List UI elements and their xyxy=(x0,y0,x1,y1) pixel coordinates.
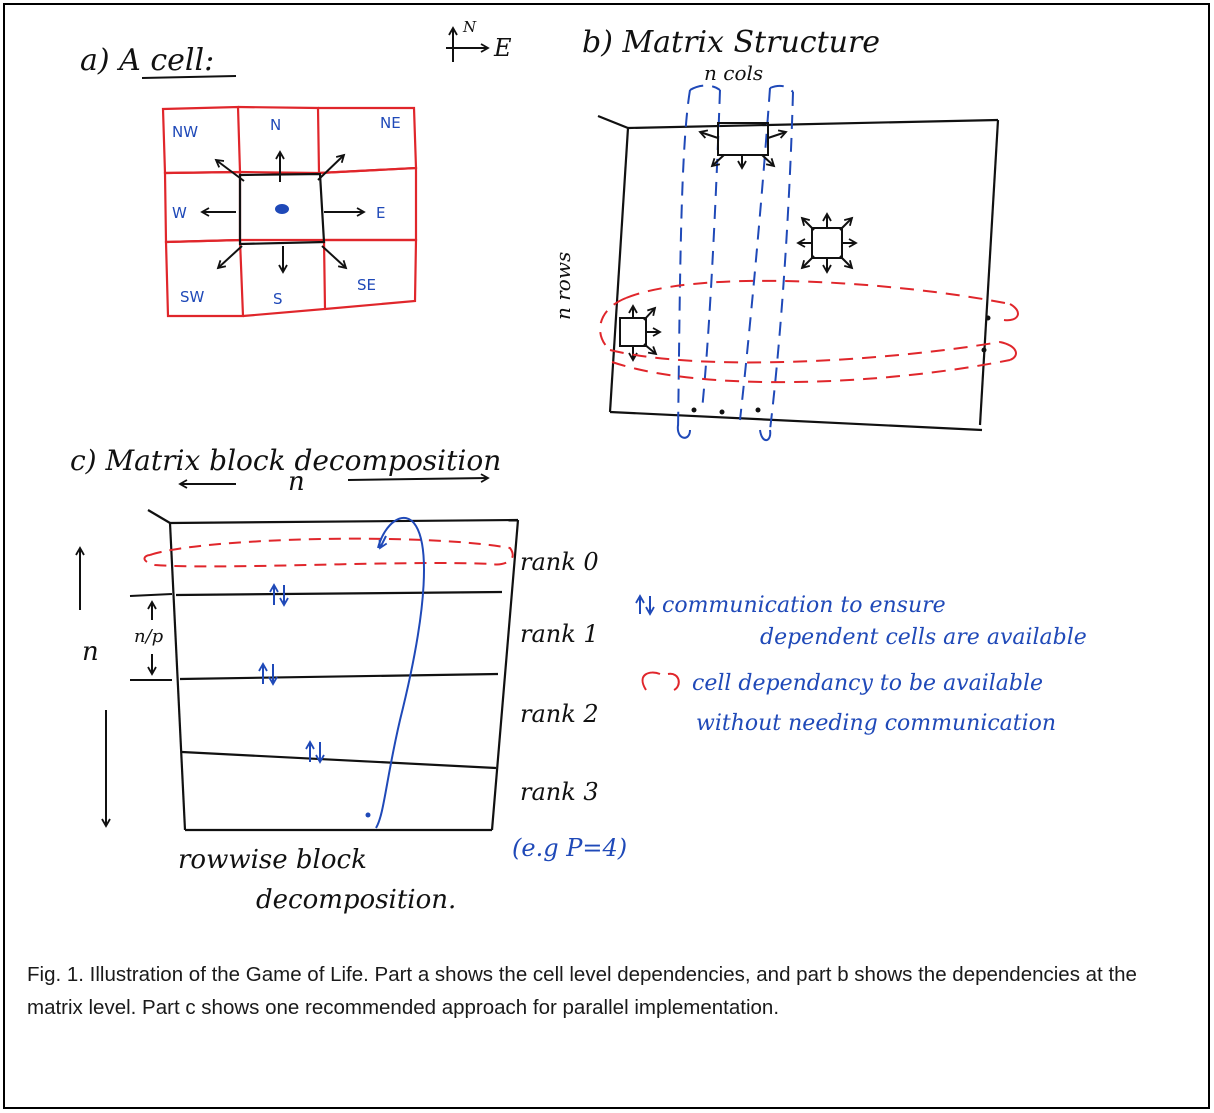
part-c-footer: rowwise block xyxy=(178,845,367,875)
rank0-local-dependency xyxy=(143,537,514,568)
rank-0-label: rank 0 xyxy=(520,548,599,576)
label-w: W xyxy=(172,204,187,222)
part-b: b) Matrix Structure n cols n rows xyxy=(551,25,1019,442)
compass-north: N xyxy=(462,18,477,36)
figure-caption: Fig. 1. Illustration of the Game of Life… xyxy=(27,963,1137,1019)
matrix-cells xyxy=(619,122,858,362)
label-se: SE xyxy=(357,276,376,294)
inter-rank-communication xyxy=(258,583,325,764)
label-sw: SW xyxy=(180,288,205,306)
part-a: a) A cell: NW N NE W xyxy=(80,43,418,318)
compass: N E xyxy=(446,18,512,62)
part-b-title: b) Matrix Structure xyxy=(582,25,880,60)
part-c: c) Matrix block decomposition n n n/p xyxy=(70,444,627,915)
hand-drawn-figure: N E a) A cell: NW xyxy=(70,18,1087,915)
part-b-rows-label: n rows xyxy=(551,252,575,320)
center-cell-dot xyxy=(275,204,289,214)
rank-2-label: rank 2 xyxy=(520,700,599,728)
label-ne: NE xyxy=(380,114,401,132)
neighbor-labels: NW N NE W E SW S SE xyxy=(172,114,401,308)
column-wrap-dependency xyxy=(677,84,794,431)
block-size-marker xyxy=(129,593,173,681)
part-c-height-label: n xyxy=(82,637,99,667)
neighbor-grid xyxy=(161,105,418,318)
center-cell xyxy=(238,172,326,246)
legend-dep-line2: without needing communication xyxy=(696,711,1056,736)
rank-1-label: rank 1 xyxy=(520,620,599,648)
part-c-example: (e.g P=4) xyxy=(512,834,627,862)
part-c-width-label: n xyxy=(288,467,305,497)
part-a-title: a) A cell: xyxy=(80,43,214,78)
rank-labels: rank 0 rank 1 rank 2 rank 3 xyxy=(520,548,599,806)
label-e: E xyxy=(376,204,385,222)
rank-3-label: rank 3 xyxy=(520,778,599,806)
figure-frame xyxy=(3,3,1210,1109)
matrix-outline xyxy=(597,114,1000,432)
label-s: S xyxy=(273,290,283,308)
part-c-block-label: n/p xyxy=(134,626,164,647)
legend: communication to ensure dependent cells … xyxy=(635,593,1087,736)
legend-comm-line1: communication to ensure xyxy=(662,593,946,618)
compass-east: E xyxy=(493,34,512,62)
row-wrap-dependency xyxy=(599,279,1011,384)
part-c-footer2: decomposition. xyxy=(256,885,456,915)
part-b-cols-label: n cols xyxy=(704,61,763,85)
legend-dep-line1: cell dependancy to be available xyxy=(692,671,1043,696)
part-c-title: c) Matrix block decomposition xyxy=(70,444,501,477)
legend-comm-line2: dependent cells are available xyxy=(760,625,1087,650)
block-matrix xyxy=(147,509,520,832)
label-n: N xyxy=(270,116,281,134)
neighbor-arrows xyxy=(200,150,366,274)
label-nw: NW xyxy=(172,123,198,141)
top-bottom-comm-curve xyxy=(375,516,425,829)
